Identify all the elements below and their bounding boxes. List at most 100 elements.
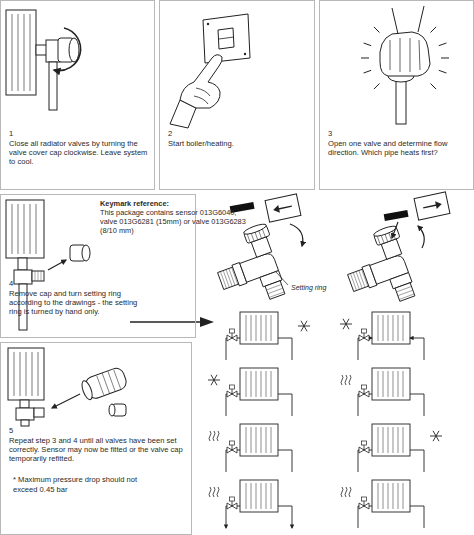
step-panel: 5Repeat step 3 and 4 until all valves ha… bbox=[0, 342, 192, 535]
flow-stack bbox=[372, 368, 410, 400]
valve-cap-drawing bbox=[82, 245, 90, 261]
rotation-arrow bbox=[392, 222, 398, 238]
flow-stack bbox=[240, 424, 278, 456]
flow-stack bbox=[341, 375, 351, 385]
sensor-drawing bbox=[16, 408, 34, 420]
flow-marker bbox=[384, 210, 409, 221]
step-number: 5 bbox=[9, 426, 187, 435]
switch-drawing bbox=[219, 37, 234, 39]
flow-stack bbox=[340, 319, 352, 329]
flow-stack bbox=[359, 329, 369, 341]
flow-stack bbox=[278, 338, 292, 528]
switch-drawing bbox=[203, 14, 250, 63]
sensor-drawing bbox=[14, 352, 38, 396]
sensor-drawing bbox=[21, 420, 29, 426]
pointer-arrow bbox=[130, 321, 202, 323]
flow-stack bbox=[372, 424, 410, 456]
hand-valve-drawing bbox=[396, 80, 406, 124]
flow-stack bbox=[372, 312, 410, 344]
step-text: Open one valve and determine flow direct… bbox=[328, 139, 469, 157]
flow-stack bbox=[359, 385, 369, 397]
flow-stack bbox=[208, 375, 220, 385]
step-number: 1 bbox=[9, 129, 150, 138]
flow-stack bbox=[227, 329, 237, 341]
flow-stack bbox=[410, 338, 424, 528]
flow-stack bbox=[240, 480, 278, 512]
valve-cap-drawing bbox=[48, 260, 66, 270]
step-number: 3 bbox=[328, 129, 469, 138]
sensor-drawing bbox=[80, 379, 94, 401]
pointer-arrow bbox=[200, 317, 214, 327]
annotation-label: Keymark reference: bbox=[100, 199, 260, 208]
step-panel: 2Start boiler/heating. bbox=[159, 0, 315, 190]
radiator-drawing bbox=[6, 10, 36, 95]
rotation-arrow bbox=[276, 222, 424, 285]
sensor-drawing bbox=[34, 408, 44, 417]
flow-stack bbox=[240, 312, 278, 344]
switch-drawing bbox=[244, 53, 246, 55]
switch-drawing bbox=[207, 23, 209, 25]
flow-stack bbox=[359, 441, 369, 453]
radiator-drawing bbox=[54, 28, 81, 71]
step-text: Repeat step 3 and 4 until all valves hav… bbox=[9, 436, 187, 464]
flow-marker bbox=[423, 205, 438, 208]
flow-stack bbox=[227, 385, 237, 397]
rotation-arrow bbox=[290, 224, 303, 246]
flow-stack bbox=[340, 312, 442, 528]
valve-cap-drawing bbox=[32, 271, 44, 281]
hand-valve-drawing bbox=[390, 38, 420, 72]
flow-marker bbox=[414, 192, 450, 220]
footnote-text: * Maximum pressure drop should not excee… bbox=[9, 475, 153, 493]
flow-stack bbox=[298, 321, 310, 331]
sensor-drawing bbox=[8, 348, 128, 426]
flow-marker bbox=[230, 192, 450, 222]
step-panel: 3Open one valve and determine flow direc… bbox=[319, 0, 474, 190]
switch-drawing bbox=[170, 14, 250, 128]
step-number: 4 bbox=[9, 279, 143, 288]
flow-stack bbox=[209, 487, 219, 497]
valve-cap-drawing bbox=[35, 271, 41, 281]
step-number: 2 bbox=[168, 129, 310, 138]
sensor-drawing bbox=[80, 366, 129, 402]
valve-cap-drawing bbox=[18, 258, 27, 270]
sensor-drawing bbox=[20, 400, 29, 408]
rotation-arrow bbox=[276, 272, 288, 285]
step-text: Close all radiator valves by turning the… bbox=[9, 139, 150, 167]
sensor-drawing bbox=[52, 394, 80, 408]
flow-stack bbox=[358, 338, 372, 528]
flow-stack bbox=[372, 480, 410, 512]
radiator-drawing bbox=[69, 38, 79, 62]
flow-marker bbox=[277, 206, 292, 209]
illustration bbox=[337, 224, 421, 315]
radiator-drawing bbox=[49, 62, 57, 110]
illustration bbox=[207, 222, 291, 313]
step-text: Remove cap and turn setting ring accordi… bbox=[9, 289, 143, 317]
flow-stack bbox=[430, 431, 442, 441]
step-text: Start boiler/heating. bbox=[168, 139, 310, 148]
flow-marker bbox=[435, 200, 443, 209]
flow-stack bbox=[227, 497, 237, 509]
hand-valve-drawing bbox=[361, 6, 449, 124]
pointer-arrow bbox=[130, 317, 214, 327]
flow-marker bbox=[272, 205, 280, 214]
flow-stack bbox=[359, 497, 369, 509]
sensor-drawing bbox=[109, 404, 115, 416]
flow-stack bbox=[227, 441, 237, 453]
hand-valve-drawing bbox=[380, 32, 430, 76]
sensor-drawing bbox=[96, 369, 120, 396]
sensor-drawing bbox=[8, 348, 44, 400]
radiator-drawing bbox=[6, 10, 81, 110]
flow-stack bbox=[240, 368, 278, 400]
hand-valve-drawing bbox=[361, 27, 449, 89]
valve-cap-drawing bbox=[14, 270, 32, 284]
flow-stack bbox=[226, 338, 240, 528]
step-panel: 1Close all radiator valves by turning th… bbox=[0, 0, 155, 190]
switch-drawing bbox=[180, 55, 222, 108]
flow-stack bbox=[208, 312, 310, 528]
flow-marker bbox=[265, 194, 301, 222]
switch-drawing bbox=[218, 28, 234, 49]
flow-marker bbox=[414, 192, 450, 220]
flow-marker bbox=[265, 194, 301, 222]
flow-stack bbox=[209, 431, 219, 441]
